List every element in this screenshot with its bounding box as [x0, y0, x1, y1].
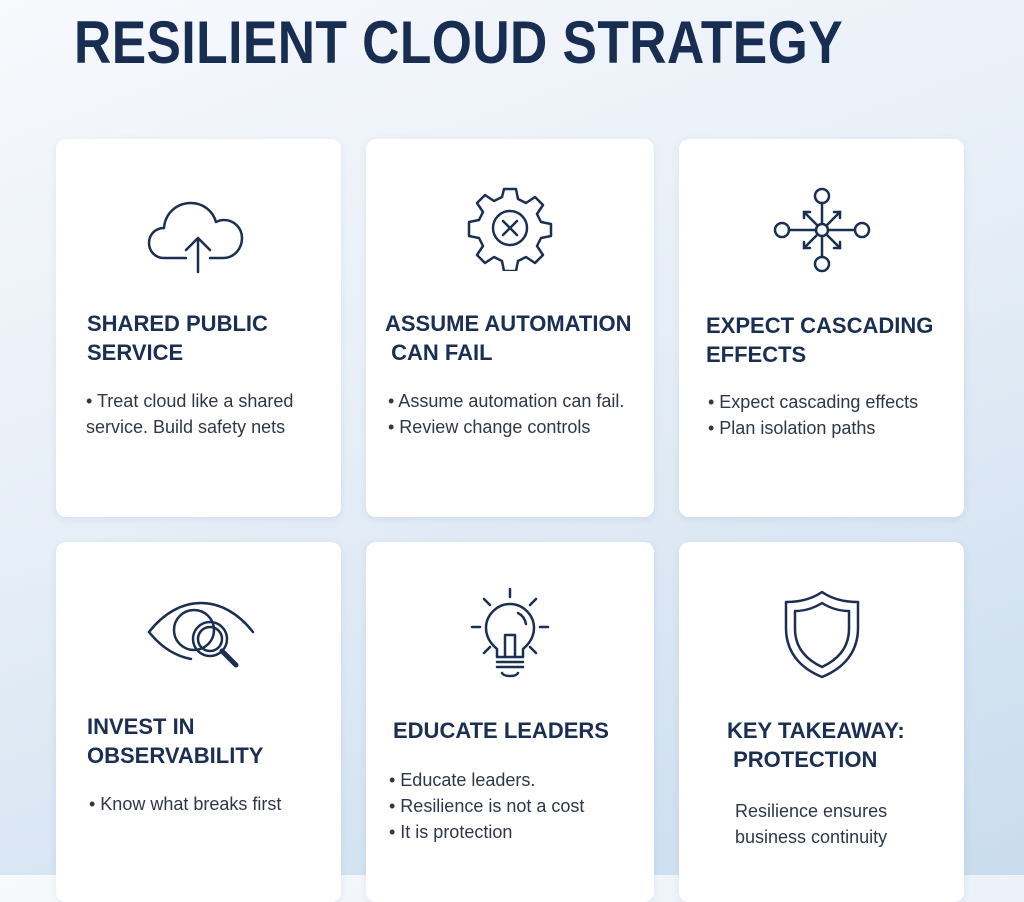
card-heading: ASSUME AUTOMATION CAN FAIL: [385, 311, 632, 365]
card-line: Resilience ensures: [735, 801, 888, 821]
card-observability: INVEST IN OBSERVABILITY • Know what brea…: [56, 542, 341, 902]
card-line: • Educate leaders.: [389, 770, 536, 790]
card-educate-leaders: EDUCATE LEADERS • Educate leaders. • Res…: [366, 542, 654, 902]
card-line: • Know what breaks first: [89, 794, 282, 814]
shield-icon: [782, 588, 862, 680]
card-assume-automation: ASSUME AUTOMATION CAN FAIL • Assume auto…: [366, 139, 654, 517]
card-line: business continuity: [735, 827, 888, 847]
page-title: RESILIENT CLOUD STRATEGY: [74, 9, 844, 76]
card-body: Resilience ensures business continuity: [735, 798, 887, 850]
card-cascading-effects: EXPECT CASCADING EFFECTS • Expect cascad…: [679, 139, 964, 517]
card-line: • It is protection: [389, 822, 513, 842]
lightbulb-icon: [470, 587, 550, 683]
card-heading: KEY TAKEAWAY: PROTECTION: [727, 718, 905, 772]
card-heading: INVEST IN OBSERVABILITY: [87, 714, 264, 768]
card-line: • Plan isolation paths: [708, 418, 876, 438]
network-hub-icon: [772, 186, 872, 274]
card-key-takeaway: KEY TAKEAWAY: PROTECTION Resilience ensu…: [679, 542, 964, 902]
eye-magnifier-icon: [146, 597, 256, 681]
card-heading: EDUCATE LEADERS: [393, 718, 609, 743]
card-body: • Expect cascading effects • Plan isolat…: [708, 389, 918, 441]
card-line: • Assume automation can fail.: [388, 391, 625, 411]
card-line: • Expect cascading effects: [708, 392, 919, 412]
gear-error-icon: [467, 185, 553, 271]
card-body: • Treat cloud like a shared service. Bui…: [86, 388, 293, 440]
card-body: • Assume automation can fail. • Review c…: [388, 388, 624, 440]
card-heading: EXPECT CASCADING EFFECTS: [706, 313, 934, 367]
cloud-upload-icon: [146, 194, 252, 274]
card-line: • Resilience is not a cost: [389, 796, 585, 816]
card-line: service. Build safety nets: [86, 417, 286, 437]
card-body: • Know what breaks first: [89, 791, 281, 817]
card-line: • Review change controls: [388, 417, 591, 437]
card-heading: SHARED PUBLIC SERVICE: [87, 311, 268, 365]
card-body: • Educate leaders. • Resilience is not a…: [389, 767, 584, 845]
card-line: • Treat cloud like a shared: [86, 391, 294, 411]
card-shared-public-service: SHARED PUBLIC SERVICE • Treat cloud like…: [56, 139, 341, 517]
